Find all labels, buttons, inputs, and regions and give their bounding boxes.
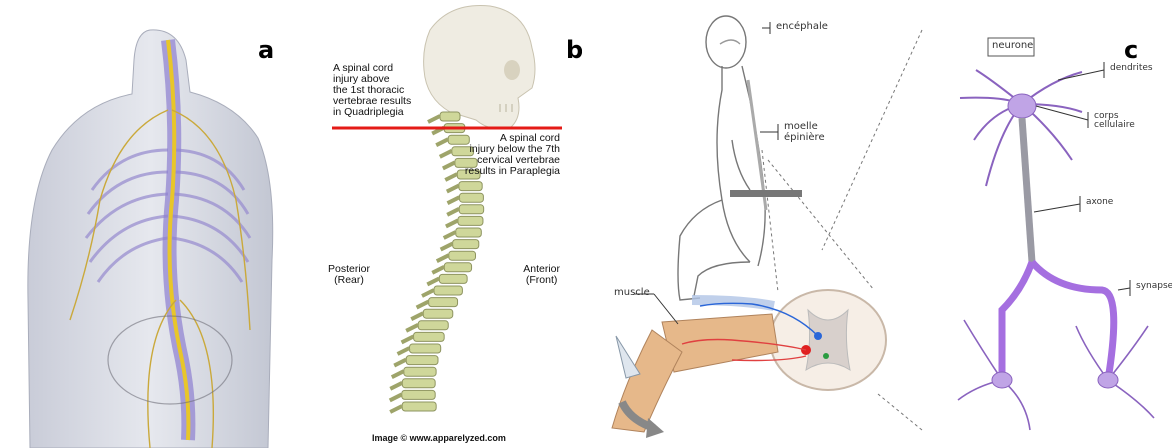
spinous-process: [428, 116, 440, 122]
vertebra: [418, 321, 448, 330]
vertebra: [406, 356, 438, 365]
label-encephale: encéphale: [776, 22, 828, 33]
label-synapse: synapse: [1136, 282, 1172, 291]
eye-socket: [504, 60, 520, 80]
panel-c-nervous-reflex: c encéphale moelle épinière muscle neuro…: [582, 0, 1172, 448]
label-axone: axone: [1086, 198, 1113, 207]
spinous-process: [390, 383, 402, 389]
spinous-process: [422, 290, 434, 296]
vertebra: [444, 263, 471, 272]
neuron-leaders: [1034, 62, 1130, 296]
panel-letter-a: a: [258, 38, 274, 62]
spinous-process: [406, 325, 418, 331]
spinous-process: [392, 371, 404, 377]
vertebra: [459, 205, 483, 214]
body-silhouette: [28, 30, 273, 448]
spinous-process: [417, 302, 429, 308]
vertebra: [404, 367, 436, 376]
quadriplegia-note: A spinal cord injury above the 1st thora…: [333, 63, 411, 118]
vertebra: [414, 332, 445, 341]
panel-a-nervous-system: a: [0, 0, 300, 448]
nervous-system-illustration: [0, 0, 300, 448]
lower-cell-body-right: [1098, 372, 1118, 388]
spinous-process: [436, 139, 448, 145]
panel-b-spinal-column: b A spinal cord injury above the 1st tho…: [300, 0, 582, 448]
panel-letter-b: b: [566, 38, 582, 62]
spinous-process: [390, 394, 402, 400]
label-dendrites: dendrites: [1110, 64, 1153, 73]
vertebra: [453, 240, 479, 249]
vertebra: [429, 298, 458, 307]
spinous-process: [441, 244, 453, 250]
axon: [1022, 118, 1032, 262]
spinous-process: [447, 197, 459, 203]
head: [706, 16, 746, 68]
spinous-process: [440, 151, 452, 157]
spinous-process: [398, 348, 410, 354]
cell-body: [1008, 94, 1036, 118]
spinous-process: [447, 186, 459, 192]
spinous-process: [390, 406, 402, 412]
vertebra: [456, 228, 482, 237]
vertebra: [439, 274, 467, 283]
spinous-process: [427, 278, 439, 284]
vertebra: [402, 390, 435, 399]
label-muscle: muscle: [614, 288, 650, 299]
axon-branches: [1002, 262, 1114, 380]
vertebra: [459, 182, 482, 191]
posterior-label: Posterior (Rear): [328, 264, 370, 286]
label-neurone: neurone: [992, 41, 1033, 52]
vertebra: [440, 112, 460, 121]
vertebra: [423, 309, 453, 318]
spinous-process: [446, 220, 458, 226]
anterior-label: Anterior (Front): [523, 264, 560, 286]
spinous-process: [394, 360, 406, 366]
vertebra: [402, 402, 436, 411]
spinous-process: [443, 162, 455, 168]
label-moelle-epiniere: moelle épinière: [784, 122, 825, 143]
image-credit: Image © www.apparelyzed.com: [372, 434, 506, 443]
panel-letter-c: c: [1124, 38, 1138, 62]
label-corps-cellulaire: corps cellulaire: [1094, 112, 1135, 131]
lower-cell-body-left: [992, 372, 1012, 388]
brain: [720, 40, 740, 44]
hammer: [616, 336, 640, 378]
spinous-process: [445, 174, 457, 180]
spinous-process: [447, 209, 459, 215]
spinous-process: [402, 336, 414, 342]
vertebra: [402, 379, 435, 388]
stool-seat: [730, 190, 802, 197]
spinous-process: [411, 313, 423, 319]
spinous-process: [437, 255, 449, 261]
vertebra: [458, 216, 483, 225]
vertebra: [410, 344, 441, 353]
lower-dendrites: [958, 320, 1154, 430]
lower-leg: [612, 330, 682, 432]
vertebra: [449, 251, 476, 260]
reflex-neuron-diagram: [582, 0, 1172, 448]
vertebra: [434, 286, 462, 295]
spinous-process: [444, 232, 456, 238]
paraplegia-note: A spinal cord injury below the 7th cervi…: [465, 133, 560, 177]
vertebra: [459, 193, 483, 202]
spinous-process: [432, 267, 444, 273]
seated-person: [678, 16, 765, 300]
